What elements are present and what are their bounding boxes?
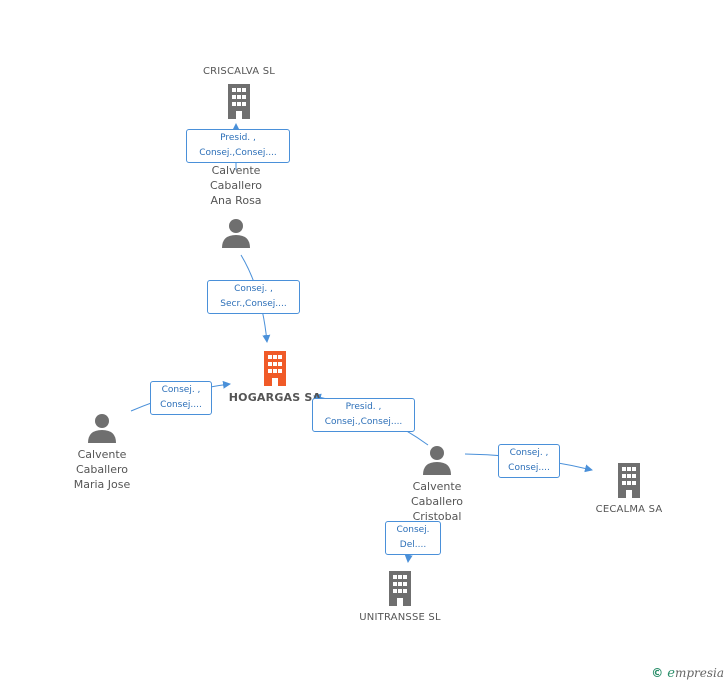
person-icon	[88, 414, 116, 443]
role-box-cristobal-cecalma[interactable]: Consej. , Consej....	[498, 444, 560, 478]
person-icon	[423, 446, 451, 475]
company-cecalma-label: CECALMA SA	[595, 504, 663, 515]
role-box-cristobal-hogargas[interactable]: Presid. , Consej.,Consej....	[312, 398, 415, 432]
role-box-maria-hogargas[interactable]: Consej. , Consej....	[150, 381, 212, 415]
person-ana-rosa[interactable]: Calvente Caballero Ana Rosa	[186, 163, 286, 248]
person-maria-jose-label: Calvente Caballero Maria Jose	[73, 448, 131, 491]
role-box-ana-hogargas[interactable]: Consej. , Secr.,Consej....	[207, 280, 300, 314]
company-unitransse-label: UNITRANSSE SL	[359, 612, 441, 623]
building-icon	[228, 84, 250, 119]
person-cristobal-label: Calvente Caballero Cristobal	[410, 480, 464, 523]
company-unitransse[interactable]: UNITRANSSE SL	[341, 570, 459, 625]
person-cristobal[interactable]: Calvente Caballero Cristobal	[387, 445, 487, 524]
building-icon	[264, 351, 286, 386]
person-ana-rosa-label: Calvente Caballero Ana Rosa	[209, 164, 263, 207]
company-hogargas[interactable]: HOGARGAS SA	[216, 350, 334, 405]
building-icon	[618, 463, 640, 498]
empresia-logo: ©empresia	[651, 666, 724, 681]
company-cecalma[interactable]: CECALMA SA	[570, 462, 688, 517]
person-icon	[222, 219, 250, 248]
role-box-criscalva-ana[interactable]: Presid. , Consej.,Consej....	[186, 129, 290, 163]
copyright-icon: ©	[651, 666, 664, 680]
person-maria-jose[interactable]: Calvente Caballero Maria Jose	[52, 413, 152, 492]
building-icon	[389, 571, 411, 606]
company-criscalva[interactable]: CRISCALVA SL	[180, 64, 298, 119]
company-criscalva-label: CRISCALVA SL	[202, 66, 276, 77]
role-box-cristobal-unitransse[interactable]: Consej. Del....	[385, 521, 441, 555]
